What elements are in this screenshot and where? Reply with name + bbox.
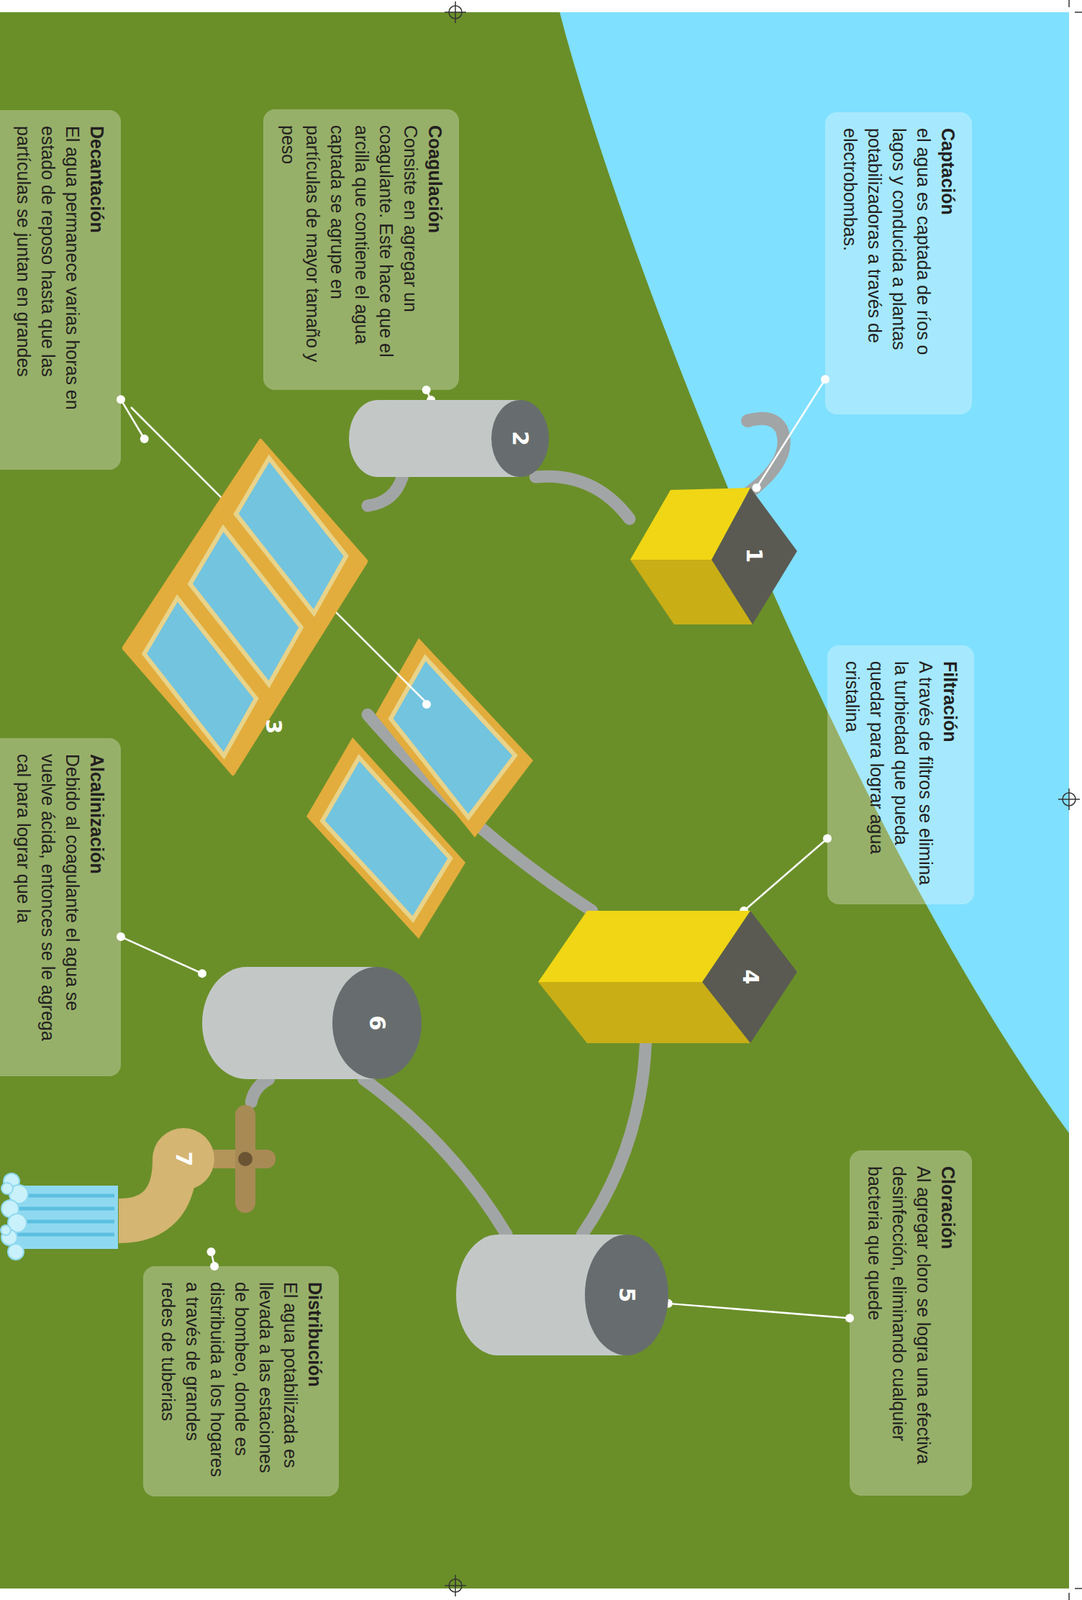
tap-body	[152, 1128, 215, 1190]
callout-number: 6	[364, 1015, 390, 1031]
pipe-path	[582, 1043, 646, 1235]
step-box: DecantaciónEl agua permanece varias hora…	[0, 110, 121, 470]
step-heading: Filtración	[938, 661, 963, 889]
leader-path	[668, 1303, 850, 1318]
pump-box: 1	[629, 487, 798, 625]
cylinder-cap	[332, 966, 422, 1080]
step-heading: Alcalinización	[84, 753, 110, 1061]
water-tap: 7	[112, 1102, 276, 1252]
cylinder-cap	[491, 399, 549, 477]
box-face	[538, 910, 751, 983]
leader-line	[664, 1299, 854, 1323]
callout-number: 1	[741, 548, 767, 564]
step-heading: Coagulación	[423, 125, 448, 375]
step-text: Consiste en agregar un coagulante. Este …	[276, 125, 424, 375]
step-box: FiltraciónA través de filtros se elimina…	[827, 645, 975, 905]
pipe-path	[251, 1079, 270, 1103]
leader-path	[743, 838, 828, 911]
pipe-path	[363, 1079, 507, 1235]
step-box: Captaciónel agua es captada de ríos o la…	[825, 112, 972, 415]
tank-cylinder: 5	[456, 1234, 669, 1356]
step-box: DistribuciónEl agua potabilizada es llev…	[143, 1266, 339, 1497]
pump-box: 4	[538, 910, 798, 1044]
equipment-shape	[112, 1102, 276, 1252]
leader-line	[739, 833, 832, 916]
step-heading: Decantación	[84, 125, 110, 454]
step-box: CloraciónAl agregar cloro se logra una e…	[849, 1150, 972, 1496]
leader-path	[120, 399, 145, 439]
step-text: El agua permanece varias horas en estado…	[11, 125, 85, 454]
step-text: Al agregar cloro se logra una efectiva d…	[862, 1166, 936, 1480]
pipe-path	[367, 476, 403, 506]
cylinder-cap	[584, 1234, 669, 1356]
step-text: Debido al coagulante el agua se vuelve á…	[11, 753, 85, 1061]
equipment-shape	[629, 487, 798, 625]
leader-dot	[206, 1247, 216, 1257]
tank-cylinder: 2	[348, 399, 549, 477]
tap-handle	[235, 1105, 256, 1213]
tank-cylinder: 6	[202, 966, 422, 1080]
cylinder-end	[348, 399, 407, 477]
box-face	[630, 487, 751, 560]
step-heading: Cloración	[935, 1166, 961, 1480]
callout-number: 7	[171, 1151, 196, 1167]
leader-line	[752, 374, 830, 493]
step-box: AlcalinizaciónDebido al coagulante el ag…	[0, 738, 121, 1077]
box-face	[538, 982, 751, 1044]
callout-number: 5	[614, 1287, 639, 1303]
water-pipe	[251, 1079, 270, 1103]
step-box: CoagulaciónConsiste en agregar un coagul…	[263, 109, 459, 390]
leader-path	[756, 379, 826, 488]
box-face	[630, 559, 753, 625]
settling-tanks: 3	[122, 438, 368, 776]
leader-dot	[752, 483, 762, 493]
step-text: El agua potabilizada es llevada a las es…	[156, 1281, 303, 1481]
step-text: el agua es captada de ríos o lagos y con…	[838, 128, 936, 399]
cylinder-end	[202, 966, 292, 1080]
water-pipe	[367, 476, 403, 506]
step-heading: Captación	[935, 128, 961, 399]
tap-screw	[238, 1151, 253, 1167]
tank-frame	[122, 578, 278, 776]
leader-dot	[140, 434, 149, 444]
step-text: A través de filtros se elimina la turbie…	[840, 661, 939, 889]
callout-number: 4	[738, 969, 763, 985]
step-heading: Distribución	[302, 1281, 328, 1481]
water-pipe	[582, 1043, 646, 1235]
callout-number: 3	[261, 719, 286, 735]
leader-line	[116, 932, 207, 978]
water-pipe	[363, 1079, 507, 1235]
equipment-shape	[122, 438, 368, 776]
cylinder-end	[456, 1234, 540, 1356]
pipe-path	[535, 476, 630, 519]
leader-path	[120, 936, 203, 974]
water-pipe	[535, 476, 630, 519]
leader-dot	[197, 969, 207, 978]
callout-number: 2	[507, 430, 533, 447]
tank-water	[143, 597, 257, 756]
